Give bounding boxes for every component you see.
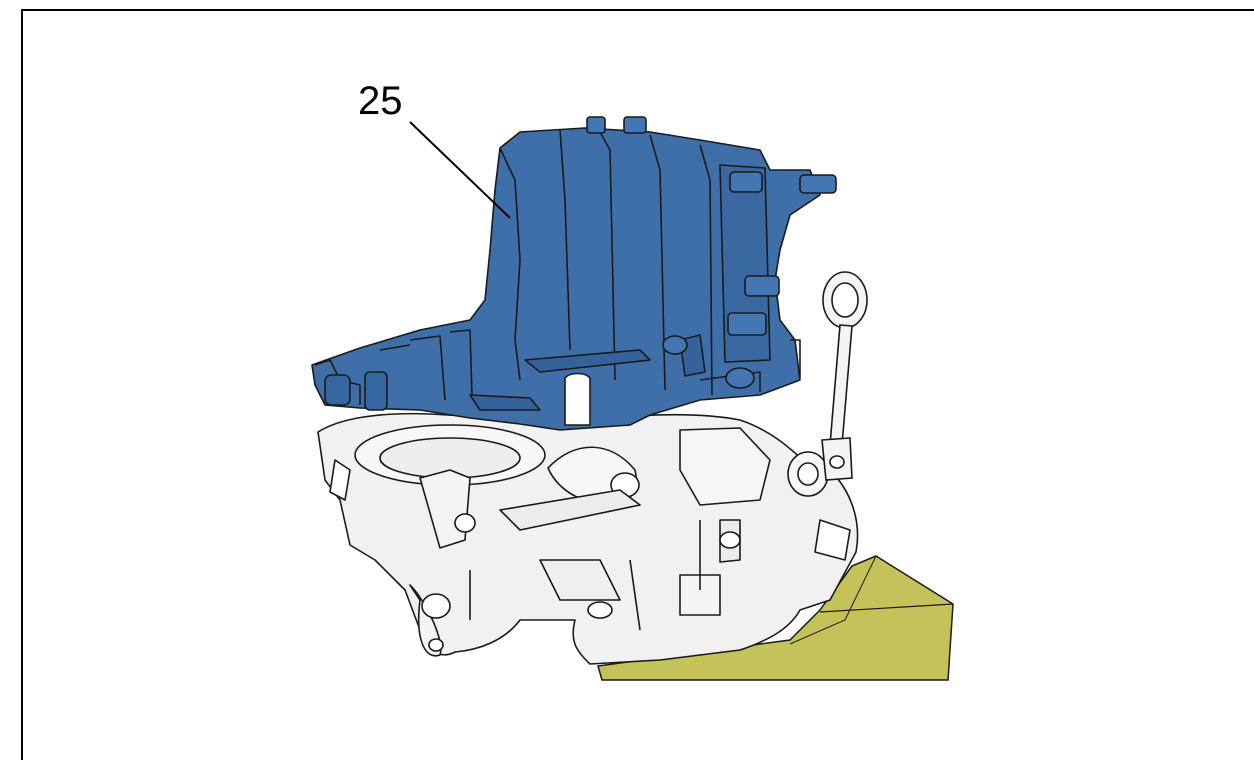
selector-lever bbox=[821, 271, 868, 481]
gearbox-casing bbox=[317, 412, 859, 665]
support-block bbox=[597, 555, 954, 681]
callout-25: 25 bbox=[358, 79, 511, 219]
diagram-border bbox=[21, 9, 1254, 760]
callout-leader-line bbox=[409, 121, 511, 219]
callout-number: 25 bbox=[358, 79, 403, 123]
clutch-housing-part bbox=[311, 116, 837, 431]
